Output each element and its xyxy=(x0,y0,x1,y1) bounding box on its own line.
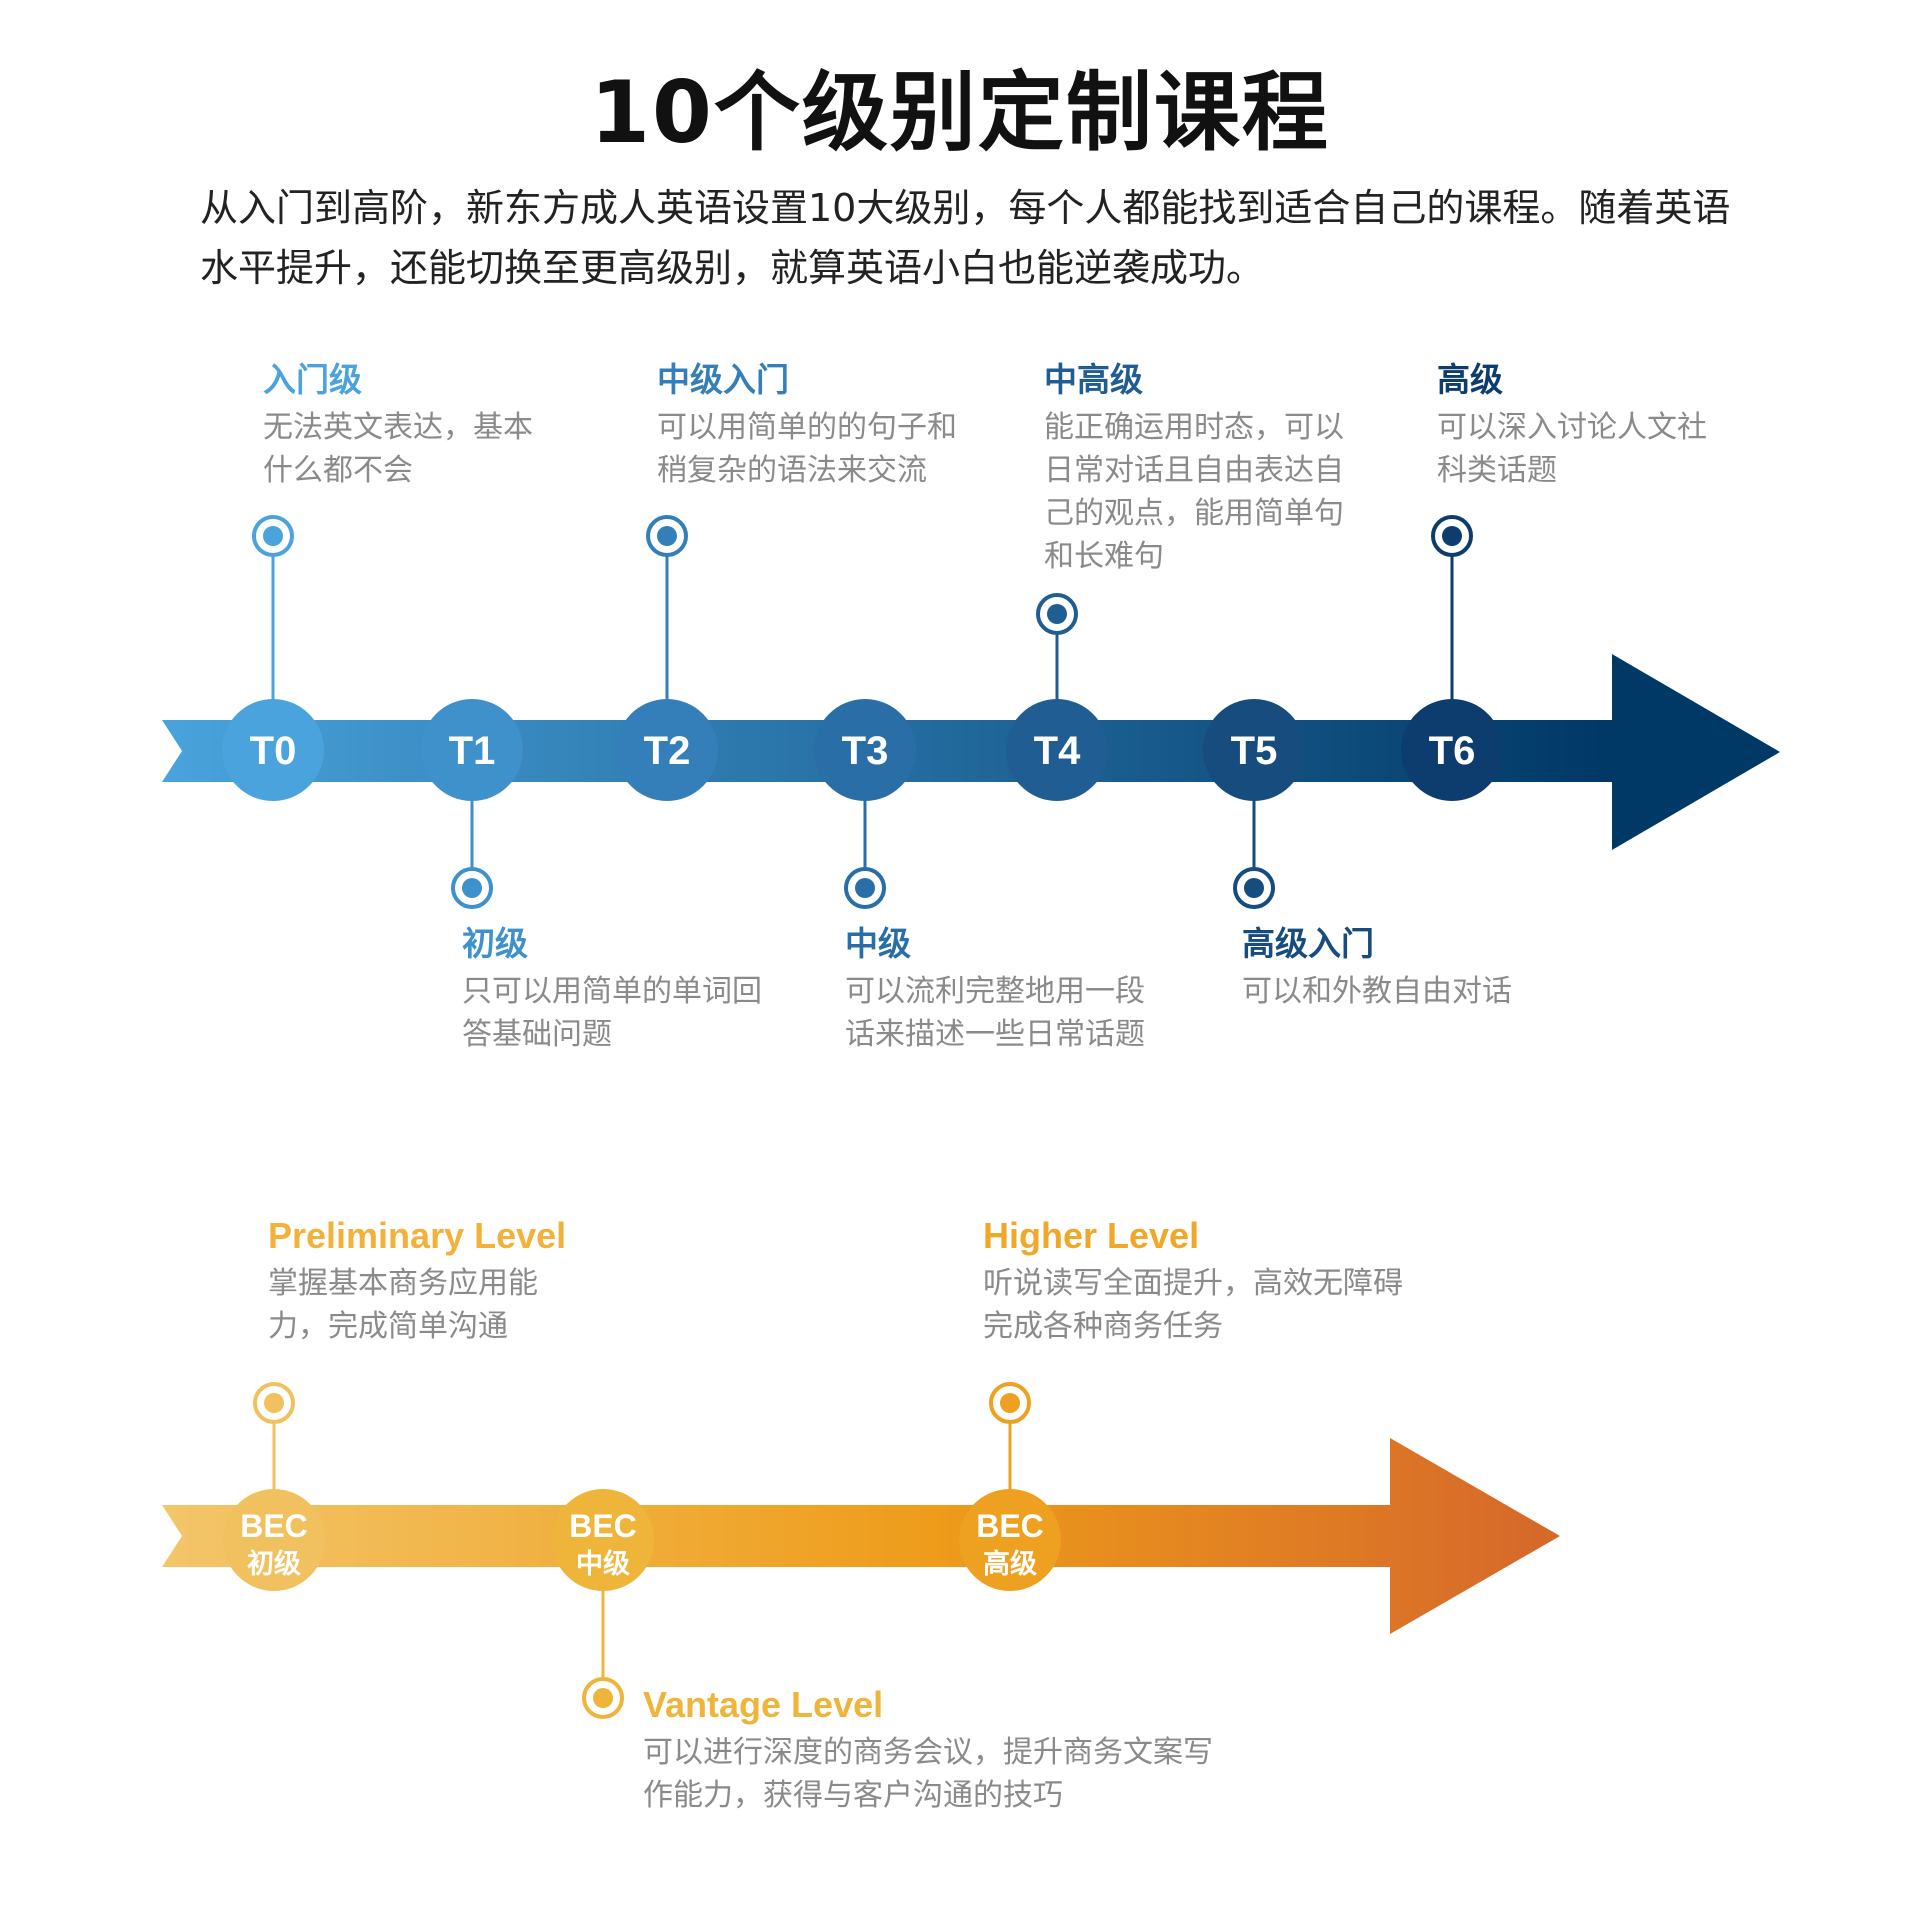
level-marker-t0: T0 xyxy=(222,515,324,801)
bec-marker-vantage: BEC 中级 xyxy=(552,1489,654,1719)
level-title: 中高级 xyxy=(1044,360,1143,399)
level-label-t2: 中级入门 可以用简单的的句子和稍复杂的语法来交流 xyxy=(657,358,977,492)
level-label-t3: 中级 可以流利完整地用一段话来描述一些日常话题 xyxy=(845,922,1165,1056)
intro-paragraph: 从入门到高阶，新东方成人英语设置10大级别，每个人都能找到适合自己的课程。随着英… xyxy=(200,186,1731,290)
level-marker-t6: T6 xyxy=(1401,515,1503,801)
timeline-node-t0 xyxy=(222,699,324,801)
blue-timeline-arrow xyxy=(162,654,1780,850)
timeline-node-t2 xyxy=(616,699,718,801)
level-marker-t3: T3 xyxy=(814,699,916,909)
level-title: 初级 xyxy=(462,924,528,963)
level-label-t6: 高级 可以深入讨论人文社科类话题 xyxy=(1437,358,1707,492)
level-marker-t4: T4 xyxy=(1006,593,1108,801)
level-description: 可以深入讨论人文社科类话题 xyxy=(1437,410,1707,488)
timeline-node-label: T3 xyxy=(842,729,889,773)
level-title: 高级入门 xyxy=(1242,924,1374,963)
bec-node-sublabel: 初级 xyxy=(247,1548,301,1580)
level-label-t5: 高级入门 可以和外教自由对话 xyxy=(1242,922,1562,1013)
level-description: 无法英文表达，基本什么都不会 xyxy=(263,410,533,488)
bec-timeline-arrow xyxy=(162,1438,1560,1634)
timeline-node-t1 xyxy=(421,699,523,801)
bec-node-label: BEC xyxy=(976,1508,1044,1544)
bec-marker-higher: BEC 高级 xyxy=(959,1382,1061,1591)
bec-node-sublabel: 高级 xyxy=(983,1548,1037,1580)
level-title: 中级 xyxy=(845,924,911,963)
bec-marker-preliminary: BEC 初级 xyxy=(223,1382,325,1591)
level-marker-t5: T5 xyxy=(1203,699,1305,909)
level-description: 可以用简单的的句子和稍复杂的语法来交流 xyxy=(657,410,957,488)
timeline-node-label: T5 xyxy=(1231,729,1278,773)
level-description: 可以和外教自由对话 xyxy=(1242,974,1512,1009)
timeline-node-label: T4 xyxy=(1034,729,1081,773)
level-title: 高级 xyxy=(1437,360,1503,399)
timeline-node-t4 xyxy=(1006,699,1108,801)
bec-level-description: 听说读写全面提升，高效无障碍完成各种商务任务 xyxy=(983,1266,1403,1344)
bec-level-title: Higher Level xyxy=(983,1215,1200,1256)
bec-node-label: BEC xyxy=(569,1508,637,1544)
timeline-node-t6 xyxy=(1401,699,1503,801)
timeline-node-label: T0 xyxy=(250,729,297,773)
level-label-t4: 中高级 能正确运用时态，可以日常对话且自由表达自己的观点，能用简单句和长难句 xyxy=(1044,358,1364,578)
level-description: 可以流利完整地用一段话来描述一些日常话题 xyxy=(845,974,1145,1052)
bec-label-preliminary: Preliminary Level 掌握基本商务应用能力，完成简单沟通 xyxy=(268,1214,568,1348)
level-title: 中级入门 xyxy=(657,360,789,399)
bec-node-preliminary xyxy=(223,1489,325,1591)
timeline-node-label: T6 xyxy=(1429,729,1476,773)
bec-label-higher: Higher Level 听说读写全面提升，高效无障碍完成各种商务任务 xyxy=(983,1214,1403,1348)
bec-node-label: BEC xyxy=(240,1508,308,1544)
bec-level-title: Vantage Level xyxy=(643,1684,884,1725)
level-marker-t1: T1 xyxy=(421,699,523,909)
timeline-node-label: T2 xyxy=(644,729,691,773)
bec-level-description: 掌握基本商务应用能力，完成简单沟通 xyxy=(268,1266,538,1344)
page-title: 10个级别定制课程 xyxy=(590,63,1330,163)
level-description: 能正确运用时态，可以日常对话且自由表达自己的观点，能用简单句和长难句 xyxy=(1044,410,1344,574)
timeline-node-label: T1 xyxy=(449,729,496,773)
timeline-node-t3 xyxy=(814,699,916,801)
timeline-node-t5 xyxy=(1203,699,1305,801)
bec-node-higher xyxy=(959,1489,1061,1591)
level-description: 只可以用简单的单词回答基础问题 xyxy=(462,974,762,1052)
bec-node-sublabel: 中级 xyxy=(576,1548,630,1580)
level-label-t0: 入门级 无法英文表达，基本什么都不会 xyxy=(263,358,553,492)
bec-node-vantage xyxy=(552,1489,654,1591)
level-label-t1: 初级 只可以用简单的单词回答基础问题 xyxy=(462,922,762,1056)
level-title: 入门级 xyxy=(263,360,362,399)
bec-level-description: 可以进行深度的商务会议，提升商务文案写作能力，获得与客户沟通的技巧 xyxy=(643,1735,1213,1813)
bec-level-title: Preliminary Level xyxy=(268,1215,567,1256)
level-marker-t2: T2 xyxy=(616,515,718,801)
bec-label-vantage: Vantage Level 可以进行深度的商务会议，提升商务文案写作能力，获得与… xyxy=(643,1683,1213,1817)
